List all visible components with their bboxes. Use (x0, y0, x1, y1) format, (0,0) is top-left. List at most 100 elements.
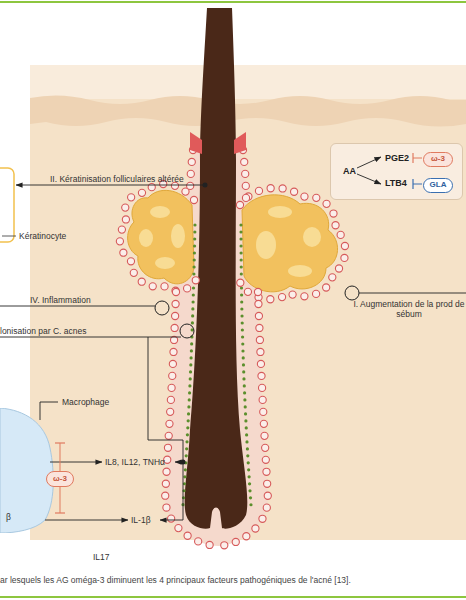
keratinocyte-cell (192, 277, 199, 284)
bacteria-dot (249, 496, 252, 499)
keratinocyte-cell (128, 194, 135, 201)
callout-dot (203, 183, 208, 188)
inhibitor-pill: ω-3 (46, 471, 74, 487)
keratinocyte-cell (237, 279, 244, 286)
bacteria-dot (187, 412, 190, 415)
node-text: AA (343, 166, 356, 176)
keratinocyte-cell (175, 524, 182, 531)
keratinocyte-cell (169, 360, 176, 367)
gland-lobule (288, 265, 312, 277)
keratinocyte-cell (170, 336, 177, 343)
bacteria-dot (191, 307, 194, 310)
annotation-label: II. Kératinisation folliculaires altérée (50, 174, 184, 184)
bacteria-dot (248, 475, 251, 478)
keratinocyte-cell (195, 538, 202, 545)
pathway-arrow (45, 520, 128, 521)
keratinocyte-cell (243, 533, 250, 540)
callout-arrow (16, 185, 204, 186)
bacteria-dot (240, 314, 243, 317)
keratinocyte-cell (257, 360, 264, 367)
gland-lobule (256, 231, 276, 259)
keratinocyte-cell (301, 293, 308, 300)
bacteria-dot (182, 496, 185, 499)
bacteria-dot (193, 251, 196, 254)
bacteria-dot (190, 342, 193, 345)
keratinocyte-cell (258, 372, 265, 379)
leader-line (2, 236, 16, 237)
bacteria-dot (241, 321, 244, 324)
node-text: LTB4 (385, 178, 407, 188)
hair-shaft (185, 8, 248, 529)
bacteria-dot (242, 377, 245, 380)
keratinocyte-cell (138, 278, 145, 285)
frame-rule (0, 1, 466, 3)
bacteria-dot (190, 356, 193, 359)
keratinocyte-cell (122, 204, 129, 211)
figure-caption: ar lesquels les AG oméga-3 diminuent les… (0, 575, 351, 585)
bacteria-dot (242, 370, 245, 373)
inhibitor-label: ω-3 (424, 153, 452, 166)
keratinocyte-cell (256, 336, 263, 343)
bacteria-dot (185, 447, 188, 450)
bacteria-dot (191, 328, 194, 331)
bacteria-dot (183, 482, 186, 485)
keratinocyte-cell (206, 541, 213, 548)
keratinocyte-cell (165, 432, 172, 439)
keratinocyte-cell (332, 222, 339, 229)
bacteria-dot (245, 433, 248, 436)
bacteria-dot (192, 293, 195, 296)
inhibitor-label: ω-3 (47, 472, 73, 486)
bacteria-dot (193, 223, 196, 226)
gland-lobule (155, 257, 175, 269)
inhibition-line (413, 158, 422, 159)
keratinocyte-cell (221, 542, 228, 549)
bacteria-dot (189, 377, 192, 380)
keratinocyte-cell (263, 468, 270, 475)
inhibition-bar (412, 153, 413, 163)
keratinocyte-cell (259, 515, 266, 522)
bacteria-dot (239, 230, 242, 233)
keratinocyte-cell (262, 456, 269, 463)
keratinocyte-cell (163, 504, 170, 511)
inhibitor-label: GLA (424, 179, 452, 192)
bacteria-dot (244, 419, 247, 422)
bacteria-dot (241, 335, 244, 338)
bacteria-dot (188, 391, 191, 394)
pathway-arrow (357, 174, 381, 184)
keratinocyte-cell (260, 420, 267, 427)
inhibition-line (60, 487, 61, 513)
keratinocyte-cell (184, 285, 191, 292)
keratinocyte-cell (171, 324, 178, 331)
keratinocyte-cell (257, 348, 264, 355)
keratinocyte-cell (138, 189, 145, 196)
junction-dot (181, 460, 186, 465)
bacteria-dot (240, 258, 243, 261)
keratinocyte-cell (290, 188, 297, 195)
bacteria-dot (187, 419, 190, 422)
keratinocyte-cell (323, 200, 330, 207)
bacteria-dot (248, 482, 251, 485)
bacteria-dot (183, 475, 186, 478)
keratinocyte-cell (329, 274, 336, 281)
bacteria-dot (240, 293, 243, 296)
keratinocyte-cell (242, 170, 249, 177)
inhibition-bar (55, 512, 65, 513)
skin-epidermis (30, 65, 466, 99)
keratinocyte-cell (168, 384, 175, 391)
keratinocyte-cell (241, 158, 248, 165)
keratinocyte-cell (120, 249, 127, 256)
bacteria-dot (185, 440, 188, 443)
macrophage-cell: β (0, 408, 55, 533)
keratinocyte-cell (130, 269, 137, 276)
bacteria-dot (189, 370, 192, 373)
callout-circle (345, 286, 359, 300)
keratinocyte-cell (187, 182, 194, 189)
bacteria-dot (240, 307, 243, 310)
keratinocyte-cell (263, 504, 270, 511)
bacteria-dot (188, 384, 191, 387)
bacteria-dot (242, 356, 245, 359)
gland-lobule (150, 206, 170, 218)
gland-lobule (171, 224, 185, 248)
bacteria-dot (239, 244, 242, 247)
bacteria-dot (243, 398, 246, 401)
